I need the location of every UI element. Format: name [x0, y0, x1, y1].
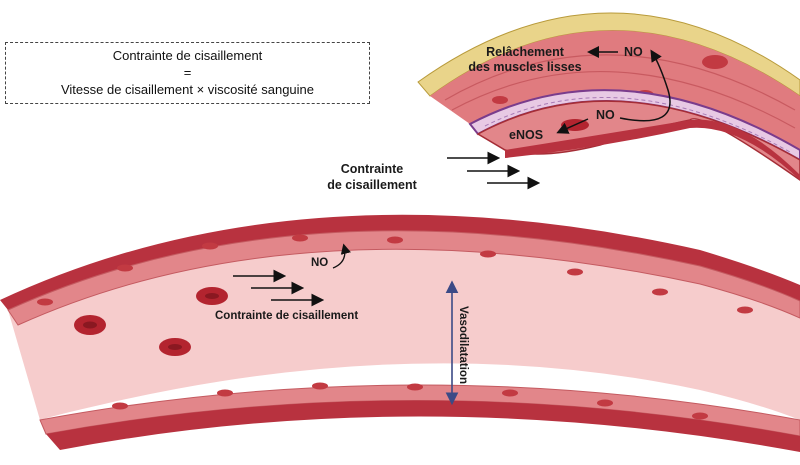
shear-stress-label-vessel: Contrainte de cisaillement — [215, 310, 359, 322]
no-label-top: NO — [624, 45, 643, 59]
shear-arrows-vessel — [233, 269, 325, 307]
endothelial-nuclei — [37, 234, 753, 420]
no-label-bottom: NO — [596, 108, 615, 122]
inset-arrows — [556, 46, 671, 134]
red-blood-cells — [74, 287, 228, 356]
enos-label: eNOS — [509, 128, 544, 142]
smooth-muscle-label-line2: des muscles lisses — [468, 60, 582, 74]
no-release-arrow — [332, 243, 351, 269]
vasodilatation-label: Vasodilatation — [457, 306, 469, 384]
smooth-muscle-label: Relâchement des muscles lisses — [468, 45, 582, 75]
shear-stress-label-middle-line2: de cisaillement — [327, 178, 417, 192]
shear-arrows-middle — [447, 151, 541, 190]
formula-equals: = — [183, 65, 192, 80]
formula-box: Contrainte de cisaillement = Vitesse de … — [5, 42, 370, 104]
formula-line-3: Vitesse de cisaillement × viscosité sang… — [60, 82, 315, 97]
vessel-wall-inset — [417, 12, 800, 181]
shear-stress-label-middle: Contrainte de cisaillement — [322, 161, 422, 193]
shear-stress-label-middle-line1: Contrainte — [340, 162, 404, 176]
blood-vessel — [0, 214, 800, 452]
formula-line-1: Contrainte de cisaillement — [112, 48, 263, 63]
no-label-vessel: NO — [311, 257, 329, 269]
smooth-muscle-label-line1: Relâchement — [486, 45, 564, 59]
